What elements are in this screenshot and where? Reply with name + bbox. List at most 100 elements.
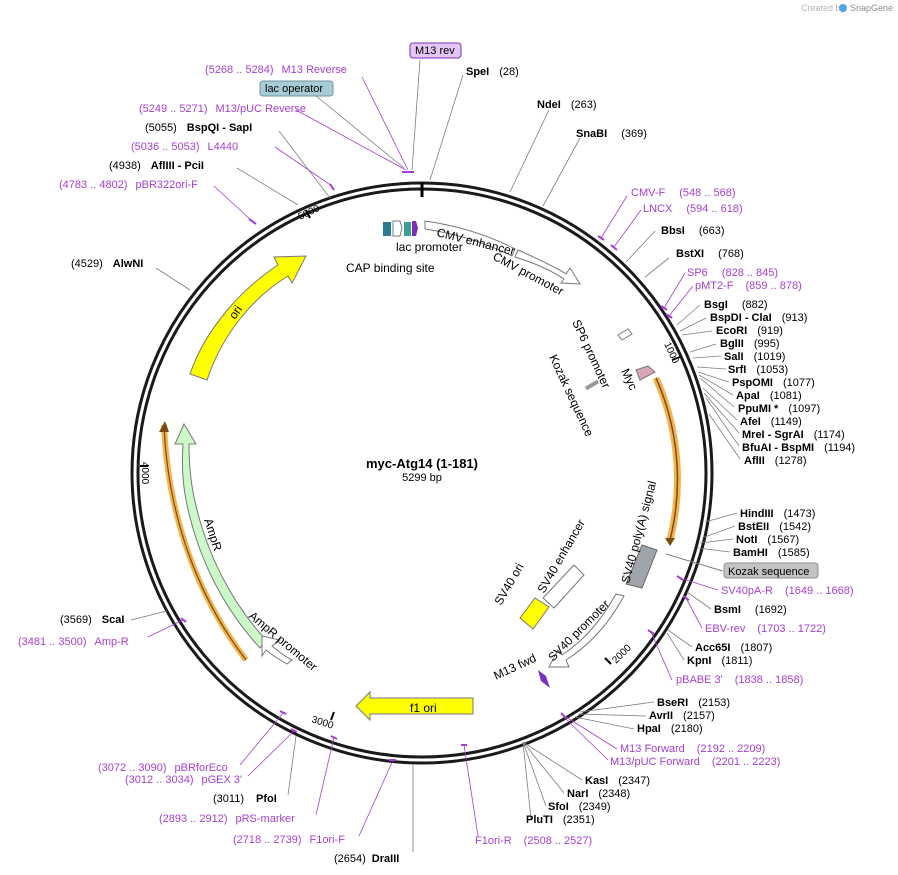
- ampr-highlight-line: [163, 424, 247, 661]
- enzyme-apai: ApaI(1081): [736, 390, 802, 402]
- m13-fwd-arrow: [538, 670, 550, 688]
- ampr-highlight-arrowhead: [159, 421, 169, 432]
- plasmid-center-label: myc-Atg14 (1-181) 5299 bp: [366, 456, 478, 484]
- cap-binding-site-block: [383, 222, 391, 236]
- tick-label-1000: 1000: [661, 341, 681, 366]
- primer-mark-lncx: [610, 244, 618, 251]
- enzyme-draiii: (2654)DraIII: [334, 853, 399, 865]
- tick-mark-5000: [305, 209, 311, 219]
- enzyme-pluti: PluTI(2351): [526, 814, 595, 826]
- enzyme-afei: AfeI(1149): [740, 416, 802, 428]
- lac-operator-tag-text: lac operator: [265, 83, 323, 95]
- primer-pbabe-3: pBABE 3'(1838 .. 1858): [676, 674, 803, 686]
- enzyme-mrei-sgrai: MreI - SgrAI(1174): [742, 429, 845, 441]
- primer-lncx: LNCX(594 .. 618): [643, 203, 743, 215]
- enzyme-snabi: SnaBI(369): [576, 128, 647, 140]
- enzyme-ndei: NdeI(263): [537, 99, 597, 111]
- enzyme-bamhi: BamHI(1585): [733, 547, 810, 559]
- enzyme-bseri: BseRI(2153): [657, 697, 730, 709]
- enzyme-srfi: SrfI(1053): [728, 364, 788, 376]
- orf-arrowhead: [665, 538, 675, 546]
- tick-mark-3000: [330, 711, 335, 721]
- primer-pgex-3: (3012 .. 3034)pGEX 3': [125, 774, 242, 786]
- primer-m13-puc-reverse: (5249 .. 5271)M13/pUC Reverse: [139, 103, 306, 115]
- snapgene-logo-icon: [839, 4, 847, 12]
- enzyme-acc65i: Acc65I(1807): [695, 642, 772, 654]
- primer-labels: (5268 .. 5284)M13 Reverse (5249 .. 5271)…: [18, 64, 853, 847]
- plasmid-length: 5299 bp: [402, 472, 442, 484]
- m13-rev-arrow: [412, 221, 418, 236]
- lac-operator-block: [404, 222, 411, 236]
- enzyme-ppumi: PpuMI *(1097): [738, 403, 820, 415]
- enzyme-ecori: EcoRI(919): [716, 325, 783, 337]
- primer-pbrforeco: (3072 .. 3090)pBRforEco: [98, 762, 228, 774]
- primer-sv40pa-r: SV40pA-R(1649 .. 1668): [721, 585, 853, 597]
- orf-arc-line: [655, 377, 679, 541]
- enzyme-afliii-pcii: (4938)AflIII - PciI: [109, 160, 204, 172]
- enzyme-kpni: KpnI(1811): [687, 655, 752, 667]
- primer-mark-pbrforeco: [279, 710, 287, 715]
- sv40-ori-label: SV40 ori: [491, 561, 526, 608]
- enzyme-bspqi-sapi: (5055)BspQI - SapI: [145, 122, 252, 134]
- enzyme-bsmi: BsmI(1692): [714, 604, 787, 616]
- lac-promoter-label: lac promoter: [396, 240, 463, 254]
- enzyme-pspomi: PspOMI(1077): [732, 377, 815, 389]
- primer-f1ori-r: F1ori-R(2508 .. 2527): [475, 835, 592, 847]
- m13-rev-tag-text: M13 rev: [415, 45, 455, 57]
- ampr-promoter-arrow: [261, 635, 293, 665]
- tick-label-4000: 4000: [139, 462, 150, 485]
- primer-m13-forward: M13 Forward(2192 .. 2209): [620, 743, 765, 755]
- lac-operator-tag-box: [259, 80, 334, 97]
- enzyme-bsgi: BsgI(882): [704, 299, 768, 311]
- primer-mark-pbr322ori-f: [248, 218, 257, 225]
- tick-label-5000: 5000: [297, 203, 322, 223]
- enzyme-spei: SpeI(28): [466, 66, 519, 78]
- enzyme-noti: NotI(1567): [736, 534, 799, 546]
- kozak-tag-text: Kozak sequence: [728, 566, 809, 578]
- primer-prs-marker: (2893 .. 2912)pRS-marker: [159, 813, 295, 825]
- primer-l4440: (5036 .. 5053)L4440: [131, 141, 238, 153]
- enzyme-labels: SpeI(28) NdeI(263) SnaBI(369) BbsI(663) …: [60, 66, 855, 865]
- myc-tag-arrow: [635, 365, 656, 381]
- enzyme-pfoi: (3011)PfoI: [213, 793, 277, 805]
- enzyme-kasi: KasI(2347): [585, 775, 650, 787]
- enzyme-sali: SalI(1019): [724, 351, 785, 363]
- primer-cmv-f: CMV-F(548 .. 568): [631, 187, 736, 199]
- feature-tags: M13 rev lac operator Kozak sequence: [259, 42, 819, 579]
- enzyme-sfoi: SfoI(2349): [548, 801, 611, 813]
- ampr-arrow: [174, 422, 267, 649]
- enzyme-hindiii: HindIII(1473): [740, 508, 815, 520]
- primer-pbr322ori-f: (4783 .. 4802)pBR322ori-F: [59, 179, 198, 191]
- sp6-promoter-arrow: [617, 328, 633, 341]
- tick-mark-2000: [604, 657, 612, 665]
- sv40-enhancer-block: [542, 564, 585, 609]
- primer-m13-puc-forward: M13/pUC Forward(2201 .. 2223): [610, 756, 780, 768]
- enzyme-avrii: AvrII(2157): [649, 710, 715, 722]
- enzyme-bspdi-clai: BspDI - ClaI(913): [710, 312, 807, 324]
- leader-lines: [130, 59, 741, 852]
- ori-label: ori: [226, 303, 245, 322]
- tick-mark-1000: [671, 356, 681, 361]
- enzyme-bsteii: BstEII(1542): [738, 521, 811, 533]
- m13-fwd-label: M13 fwd: [491, 651, 538, 683]
- primer-mark-pgex-3: [290, 728, 298, 733]
- sv40-polya-block: [625, 544, 658, 589]
- enzyme-aflii: AflII(1278): [744, 455, 807, 467]
- f1-ori-label: f1 ori: [410, 701, 437, 715]
- credit-prefix: Created by: [801, 3, 846, 13]
- lac-promoter-arrow: [392, 220, 403, 237]
- sp6-promoter-label: SP6 promoter: [569, 317, 613, 390]
- sv40-promoter-arrow: [548, 593, 625, 668]
- cmv-enhancer-arrow: [424, 220, 516, 257]
- enzyme-bglii: BglII(995): [720, 338, 780, 350]
- sv40-ori-block: [519, 597, 550, 630]
- primer-m13-reverse: (5268 .. 5284)M13 Reverse: [205, 64, 347, 76]
- primer-sp6: SP6(828 .. 845): [687, 267, 778, 279]
- enzyme-hpai: HpaI(2180): [637, 723, 703, 735]
- primer-amp-r: (3481 .. 3500)Amp-R: [18, 636, 129, 648]
- ori-arrow: [189, 255, 307, 381]
- primer-pmt2-f: pMT2-F(859 .. 878): [695, 280, 802, 292]
- credit-brand: SnapGene: [850, 3, 893, 13]
- m13-rev-tag-box: [409, 42, 462, 59]
